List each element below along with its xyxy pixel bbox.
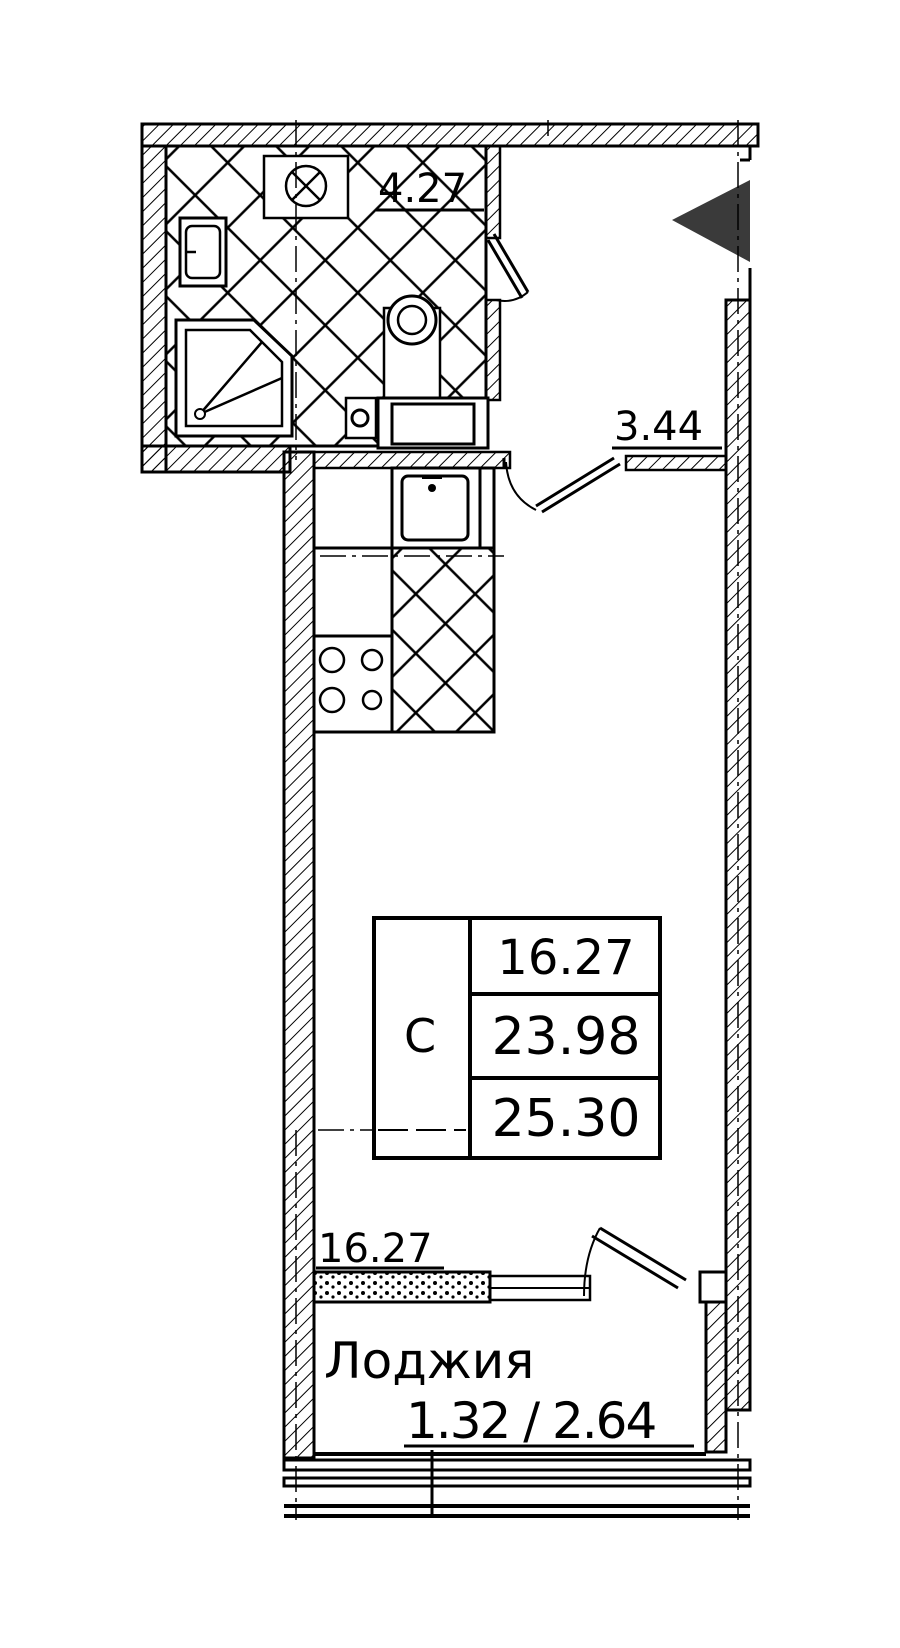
- loggia-area-label: 1.32 / 2.64: [406, 1392, 655, 1450]
- bathroom-door[interactable]: [486, 233, 530, 302]
- total-area-value: 23.98: [492, 1007, 641, 1067]
- balcony-door[interactable]: [583, 1226, 687, 1297]
- loggia-name-label: Лоджия: [324, 1332, 534, 1390]
- living-area-value: 16.27: [497, 930, 634, 986]
- hall-area-label: 3.44: [614, 404, 703, 450]
- room-labels: 4.27 3.44 16.27 Лоджия 1.32 / 2.64: [316, 166, 722, 1450]
- walls: [140, 122, 760, 1518]
- apartment-type-code: C: [404, 1009, 436, 1063]
- toilet-icon: [344, 294, 490, 450]
- total-with-loggia-value: 25.30: [492, 1089, 641, 1149]
- bathroom: [164, 144, 530, 450]
- entrance-arrow-icon: [672, 180, 750, 262]
- kitchen-sink-icon: [390, 466, 482, 550]
- summary-table: C 16.27 23.98 25.30: [372, 916, 662, 1160]
- cooktop-icon: [312, 634, 394, 734]
- shower-tray-icon: [174, 318, 294, 438]
- living-room-area-label: 16.27: [318, 1226, 433, 1272]
- hall-door[interactable]: [502, 456, 621, 514]
- bathroom-area-label: 4.27: [378, 166, 467, 212]
- kitchen: [312, 466, 496, 734]
